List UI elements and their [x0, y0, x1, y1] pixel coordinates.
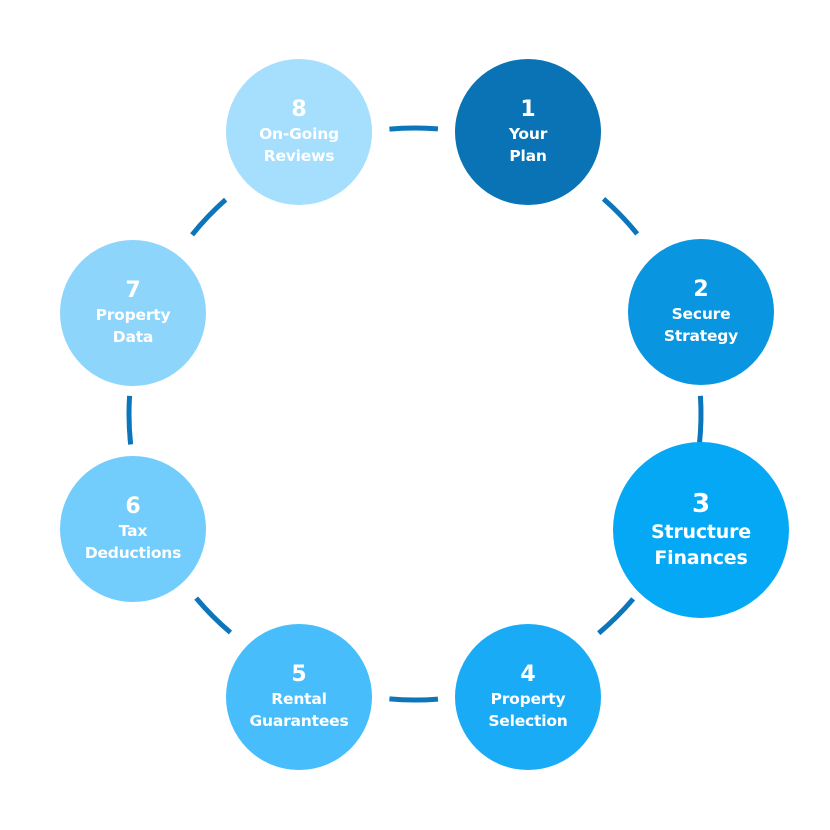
connector-arc — [597, 597, 636, 636]
step-label-line2: Guarantees — [249, 712, 349, 730]
connector-arc — [389, 125, 439, 132]
connector-arc — [190, 197, 228, 237]
step-label-line1: Tax — [118, 522, 148, 540]
step-label-line2: Plan — [509, 147, 547, 165]
step-label-line2: Finances — [654, 547, 748, 569]
step-number: 6 — [125, 494, 141, 519]
step-number: 2 — [693, 277, 709, 302]
step-label-line2: Deductions — [84, 544, 182, 562]
step-label-line2: Data — [112, 328, 154, 346]
connector-arc — [389, 696, 439, 703]
connector-arc — [126, 395, 134, 445]
step-number: 8 — [291, 97, 307, 122]
step-number: 1 — [520, 97, 536, 122]
step-label-line1: Property — [95, 306, 171, 324]
step-number: 3 — [691, 489, 711, 519]
connector-arc — [696, 395, 704, 445]
connector-arc — [601, 197, 640, 236]
connector-arc — [194, 596, 233, 635]
step-label-line1: Secure — [671, 305, 731, 323]
step-label-line2: Reviews — [263, 147, 335, 165]
step-label-line1: Property — [490, 690, 566, 708]
step-label-line1: Your — [508, 125, 548, 143]
step-label-line2: Strategy — [663, 327, 739, 345]
step-number: 5 — [291, 662, 307, 687]
step-number: 7 — [125, 278, 141, 303]
step-label-line1: Rental — [271, 690, 327, 708]
step-label-line1: On-Going — [259, 125, 339, 143]
step-label-line2: Selection — [488, 712, 568, 730]
step-number: 4 — [520, 662, 536, 687]
step-label-line1: Structure — [651, 521, 751, 543]
